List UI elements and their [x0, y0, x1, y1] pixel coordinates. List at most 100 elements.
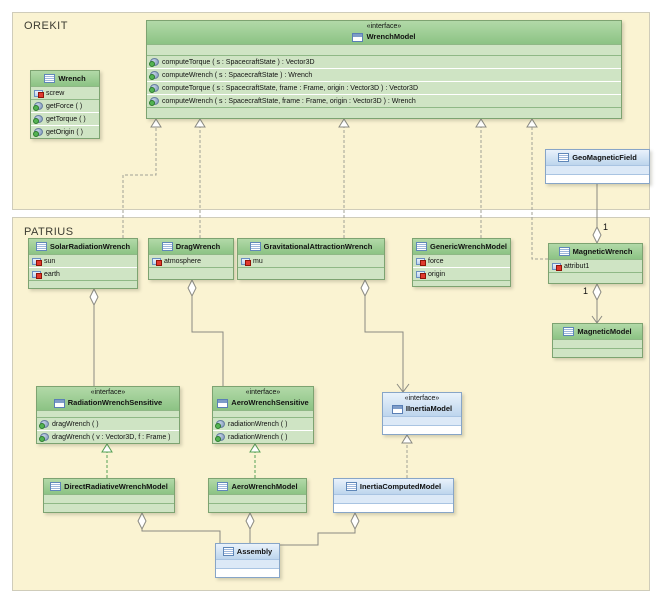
attributes-compartment	[334, 494, 453, 503]
class-icon	[217, 482, 229, 491]
class-name: AeroWrenchSensitive	[231, 398, 309, 407]
attributes-compartment	[553, 339, 642, 348]
attribute-icon	[152, 257, 162, 266]
methods-compartment	[413, 280, 510, 286]
class-name: MagneticWrench	[572, 247, 633, 256]
class-aerowrenchmodel[interactable]: AeroWrenchModel	[208, 478, 307, 513]
method-icon	[215, 433, 225, 442]
interface-aerowrenchsensitive[interactable]: «interface» AeroWrenchSensitive radiatio…	[212, 386, 314, 444]
interface-iinertiamodel[interactable]: «interface» IInertiaModel	[382, 392, 462, 435]
method-icon	[149, 58, 159, 67]
attribute-label: screw	[46, 89, 65, 97]
class-icon	[44, 74, 56, 83]
attribute-icon	[416, 270, 426, 279]
attributes-compartment	[37, 410, 179, 417]
class-wrenchmodel[interactable]: «interface» WrenchModel computeTorque ( …	[146, 20, 622, 119]
method-label: radiationWrench ( )	[228, 433, 288, 441]
class-header: MagneticWrench	[549, 244, 642, 259]
class-icon	[416, 242, 428, 251]
attributes-compartment: atmosphere	[149, 254, 233, 267]
interface-icon	[53, 398, 65, 408]
attributes-compartment	[546, 165, 649, 174]
extra-compartment	[147, 107, 621, 118]
class-header: AeroWrenchModel	[209, 479, 306, 494]
attributes-compartment: screw	[31, 86, 99, 99]
attributes-compartment	[216, 559, 279, 568]
class-icon	[249, 242, 261, 251]
stereotype-label: «interface»	[404, 395, 440, 402]
methods-compartment: getForce ( )getTorque ( )getOrigin ( )	[31, 99, 99, 138]
method-label: getOrigin ( )	[46, 128, 83, 136]
class-geomagneticfield[interactable]: GeoMagneticField	[545, 149, 650, 184]
class-header: «interface» RadiationWrenchSensitive	[37, 387, 179, 410]
package-orekit-label: OREKIT	[24, 20, 68, 32]
attribute-icon	[32, 270, 42, 279]
class-gravitationalattractionwrench[interactable]: GravitationalAttractionWrench mu	[237, 238, 385, 280]
class-name: WrenchModel	[366, 32, 416, 41]
class-header: MagneticModel	[553, 324, 642, 339]
methods-compartment	[216, 568, 279, 577]
stereotype-label: «interface»	[90, 389, 126, 396]
interface-radiationwrenchsensitive[interactable]: «interface» RadiationWrenchSensitive dra…	[36, 386, 180, 444]
attribute-icon	[552, 262, 562, 271]
method-label: computeWrench ( s : SpacecraftState, fra…	[162, 97, 416, 105]
class-magneticmodel[interactable]: MagneticModel	[552, 323, 643, 358]
class-dragwrench[interactable]: DragWrench atmosphere	[148, 238, 234, 280]
method-icon	[149, 97, 159, 106]
methods-compartment: computeTorque ( s : SpacecraftState ) : …	[147, 55, 621, 107]
class-wrench[interactable]: Wrench screw getForce ( )getTorque ( )ge…	[30, 70, 100, 139]
attributes-compartment	[383, 416, 461, 425]
methods-compartment	[383, 425, 461, 434]
attribute-label: mu	[253, 257, 263, 265]
class-directradiativewrenchmodel[interactable]: DirectRadiativeWrenchModel	[43, 478, 175, 513]
multiplicity-label: 1	[603, 222, 609, 232]
method-label: computeTorque ( s : SpacecraftState, fra…	[162, 84, 418, 92]
attribute-label: attribut1	[564, 262, 590, 270]
method-icon	[149, 84, 159, 93]
class-assembly[interactable]: Assembly	[215, 543, 280, 578]
attributes-compartment	[213, 410, 313, 417]
class-name: Assembly	[236, 547, 273, 556]
method-icon	[33, 115, 43, 124]
method-label: dragWrench ( )	[52, 420, 99, 428]
attribute-label: sun	[44, 257, 56, 265]
stereotype-label: «interface»	[366, 23, 402, 30]
attributes-compartment	[147, 44, 621, 55]
methods-compartment	[549, 272, 642, 283]
methods-compartment	[553, 348, 642, 357]
class-header: «interface» IInertiaModel	[383, 393, 461, 416]
class-inertiacomputedmodel[interactable]: InertiaComputedModel	[333, 478, 454, 513]
class-icon	[558, 247, 570, 256]
attribute-icon	[34, 89, 44, 98]
stereotype-label: «interface»	[245, 389, 281, 396]
method-icon	[215, 420, 225, 429]
class-name: Wrench	[58, 74, 86, 83]
interface-icon	[352, 32, 364, 42]
multiplicity-label: 1	[583, 286, 589, 296]
attribute-icon	[241, 257, 251, 266]
class-name: AeroWrenchModel	[231, 482, 298, 491]
class-header: Wrench	[31, 71, 99, 86]
methods-compartment	[546, 174, 649, 183]
class-icon	[35, 242, 47, 251]
method-icon	[33, 102, 43, 111]
class-name: GeoMagneticField	[572, 153, 637, 162]
class-name: DirectRadiativeWrenchModel	[64, 482, 168, 491]
class-name: RadiationWrenchSensitive	[67, 398, 163, 407]
attribute-icon	[32, 257, 42, 266]
class-icon	[50, 482, 62, 491]
class-magneticwrench[interactable]: MagneticWrench attribut1	[548, 243, 643, 284]
class-header: DirectRadiativeWrenchModel	[44, 479, 174, 494]
attribute-label: atmosphere	[164, 257, 201, 265]
class-header: InertiaComputedModel	[334, 479, 453, 494]
class-icon	[161, 242, 173, 251]
interface-icon	[217, 398, 229, 408]
package-patrius-label: PATRIUS	[24, 226, 74, 238]
method-label: getForce ( )	[46, 102, 83, 110]
method-label: computeTorque ( s : SpacecraftState ) : …	[162, 58, 315, 66]
